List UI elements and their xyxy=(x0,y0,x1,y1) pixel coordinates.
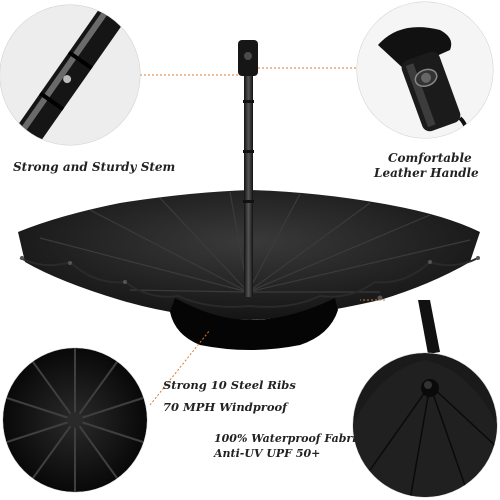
leader-lines xyxy=(140,67,385,406)
fabric-detail-inset xyxy=(352,352,498,498)
caption-ribs-line2: 70 MPH Windproof xyxy=(163,400,288,414)
stem-detail-inset xyxy=(0,4,141,146)
caption-ribs-line1: Strong 10 Steel Ribs xyxy=(163,378,296,392)
caption-stem: Strong and Sturdy Stem xyxy=(13,160,176,174)
handle-detail-inset xyxy=(356,1,494,139)
caption-waterproof-line1: 100% Waterproof Fabric xyxy=(214,432,364,445)
umbrella-strap xyxy=(418,300,440,354)
caption-handle-line2: Leather Handle xyxy=(374,166,479,180)
ribs-detail-inset xyxy=(2,347,148,493)
umbrella-stem xyxy=(238,40,258,297)
caption-handle-line1: Comfortable xyxy=(388,151,472,165)
caption-waterproof-line2: Anti-UV UPF 50+ xyxy=(214,447,321,460)
